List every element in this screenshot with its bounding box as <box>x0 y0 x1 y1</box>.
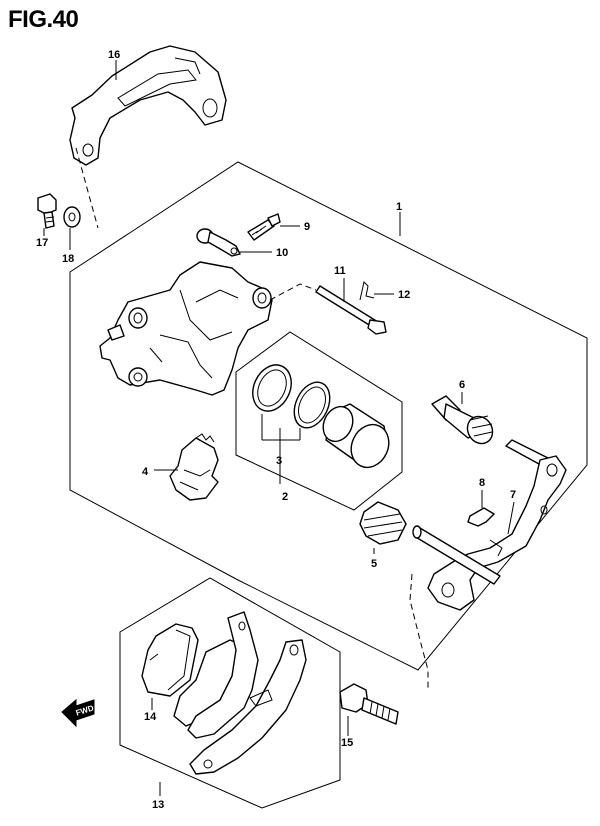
figure-title: FIG.40 <box>8 6 79 33</box>
callout-3: 3 <box>276 455 282 467</box>
callout-7: 7 <box>510 489 516 501</box>
callout-15: 15 <box>341 737 353 749</box>
callouts: 1 2 3 4 5 6 7 8 9 10 11 12 13 14 15 16 1… <box>36 49 516 811</box>
callout-leaders <box>43 60 515 796</box>
callout-8: 8 <box>479 477 485 489</box>
callout-4: 4 <box>142 466 149 478</box>
part-10-cap[interactable] <box>196 228 241 257</box>
part-4-pad-spring[interactable] <box>169 433 219 501</box>
callout-14: 14 <box>144 711 157 723</box>
dashed-leader <box>75 147 99 229</box>
caliper-body[interactable] <box>99 261 273 396</box>
part-11-pin[interactable] <box>269 283 387 335</box>
piston-group-outline <box>235 331 403 511</box>
pad-set-outline <box>119 577 341 809</box>
part-12-clip[interactable] <box>359 281 375 301</box>
part-18-washer[interactable] <box>63 206 81 228</box>
part-6-slide-pin[interactable] <box>431 395 497 448</box>
part-8-clip[interactable] <box>467 507 495 527</box>
part-7-caliper-bracket[interactable] <box>412 439 567 611</box>
part-5-boot[interactable] <box>359 501 407 545</box>
part-3-seals[interactable] <box>246 359 337 434</box>
part-9-bleed-screw[interactable] <box>247 213 281 241</box>
callout-1: 1 <box>396 201 402 213</box>
callout-9: 9 <box>304 221 310 233</box>
callout-16: 16 <box>108 49 120 61</box>
callout-2: 2 <box>282 491 288 503</box>
dashed-leader-bracket <box>409 573 429 690</box>
part-14-brake-pad[interactable] <box>141 623 199 697</box>
callout-5: 5 <box>371 558 377 570</box>
part-15-bolt[interactable] <box>339 683 399 725</box>
callout-12: 12 <box>398 289 410 301</box>
caliper-assembly-outline <box>69 161 588 671</box>
callout-10: 10 <box>276 247 288 259</box>
part-2-piston[interactable] <box>318 402 396 474</box>
callout-11: 11 <box>334 265 346 277</box>
forward-arrow-icon: FWD <box>61 698 95 728</box>
callout-18: 18 <box>62 253 74 265</box>
callout-17: 17 <box>36 237 48 249</box>
pad-backing-plates[interactable] <box>173 611 307 775</box>
part-17-bolt[interactable] <box>37 193 57 229</box>
part-16-bracket[interactable] <box>69 45 227 166</box>
callout-13: 13 <box>152 799 164 811</box>
callout-6: 6 <box>459 379 465 391</box>
